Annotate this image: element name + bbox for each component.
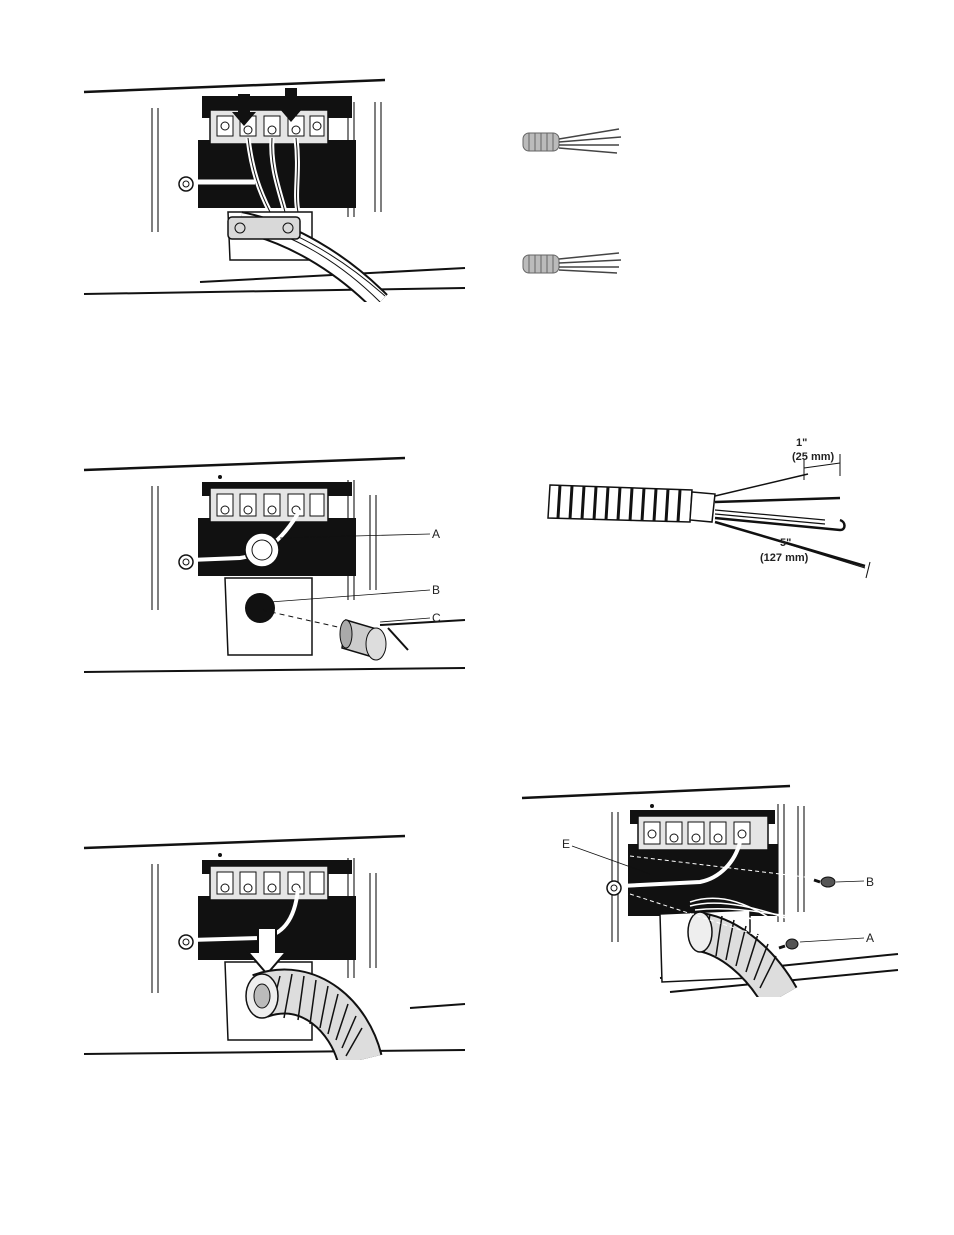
terminal-block [209, 109, 329, 145]
down-arrow-icon [232, 88, 303, 126]
label-b: B [432, 583, 440, 597]
flexible-conduit [245, 968, 383, 1060]
dimension-long-imperial: 5" [780, 537, 791, 549]
figure-wire-ends [522, 128, 622, 274]
label-e: E [562, 837, 570, 851]
figure-three-wire-connection [83, 78, 466, 302]
conduit-connector [339, 619, 409, 661]
flexible-conduit [687, 911, 798, 997]
dimension-short-metric: (25 mm) [792, 451, 835, 463]
figure-conduit-entry: A B C [83, 456, 466, 673]
stripped-cable-upper [522, 128, 622, 154]
screw-icon [778, 938, 799, 950]
label-c: C [432, 611, 441, 625]
locknut [244, 532, 280, 568]
figure-four-wire-connection: E B A [521, 784, 899, 997]
label-a: A [866, 931, 874, 945]
label-a: A [432, 527, 440, 541]
knockout-hole [245, 593, 275, 623]
stripped-cable-lower [522, 252, 622, 274]
flexible-conduit [547, 484, 693, 523]
dimension-long-metric: (127 mm) [760, 552, 809, 564]
figure-conduit-insertion [83, 834, 466, 1060]
figure-wire-strip-dimensions: 1" (25 mm) 5" (127 mm) [547, 437, 871, 579]
dimension-short-imperial: 1" [796, 437, 807, 449]
label-b: B [866, 875, 874, 889]
strain-relief-clamp [227, 216, 301, 240]
down-arrow-icon [245, 927, 289, 976]
screw-icon [813, 876, 836, 888]
